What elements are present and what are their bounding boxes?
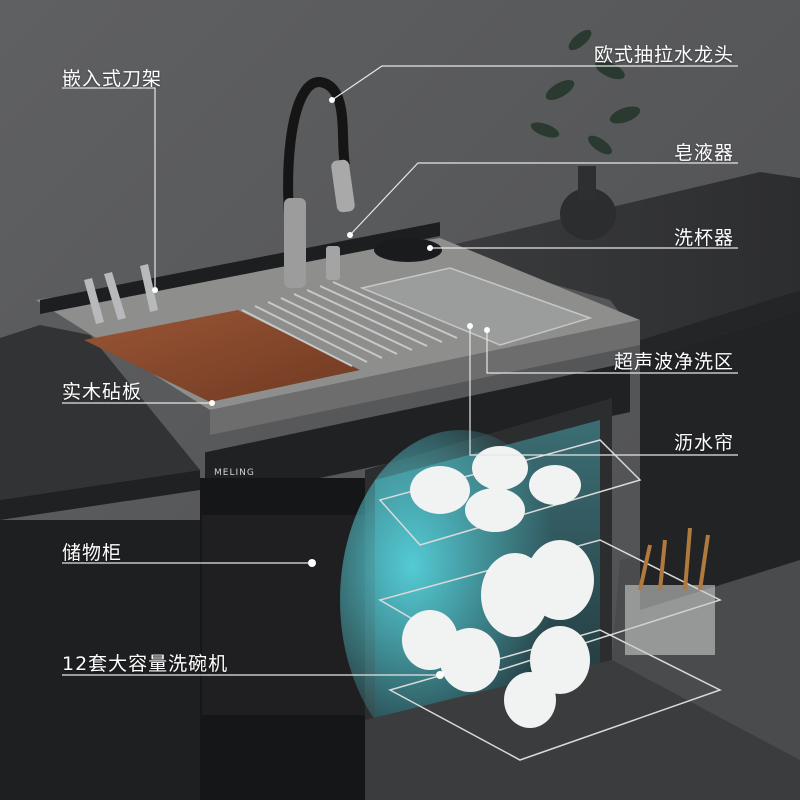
label-storage-cabinet: 储物柜	[62, 542, 123, 564]
faucet-body	[284, 198, 306, 288]
label-ultrasonic-zone: 超声波净洗区	[613, 351, 734, 373]
cabinet-left	[0, 520, 200, 800]
label-soap-dispenser: 皂液器	[673, 142, 734, 164]
countertop-left	[0, 325, 200, 500]
label-drain-curtain: 沥水帘	[673, 432, 734, 454]
leader-dots	[152, 97, 490, 679]
cutting-board-shape	[84, 310, 360, 402]
utensil-basket	[625, 585, 715, 655]
cup-washer-shape	[374, 238, 442, 262]
ultrasonic-basket-shape	[359, 267, 593, 346]
control-panel	[205, 362, 630, 503]
label-dishwasher: 12套大容量洗碗机	[62, 653, 229, 675]
brand-logo-text: MELING	[214, 468, 255, 478]
faucet-hose	[283, 77, 350, 266]
faucet-head	[331, 159, 355, 213]
label-knife-rack: 嵌入式刀架	[62, 68, 163, 90]
label-faucet: 欧式抽拉水龙头	[593, 44, 734, 66]
dishwasher-door	[365, 660, 800, 800]
label-cup-washer: 洗杯器	[673, 227, 734, 249]
label-cutting-board: 实木砧板	[62, 381, 143, 403]
chopsticks	[638, 527, 710, 591]
cabinet-right	[640, 310, 800, 610]
leader-lines	[62, 65, 738, 676]
knife-shapes	[84, 264, 158, 324]
countertop-right	[430, 172, 800, 340]
dishes	[402, 446, 594, 728]
soap-dispenser-shape	[326, 246, 340, 280]
drain-rack-shape	[241, 281, 458, 367]
plant-shape	[530, 29, 641, 240]
